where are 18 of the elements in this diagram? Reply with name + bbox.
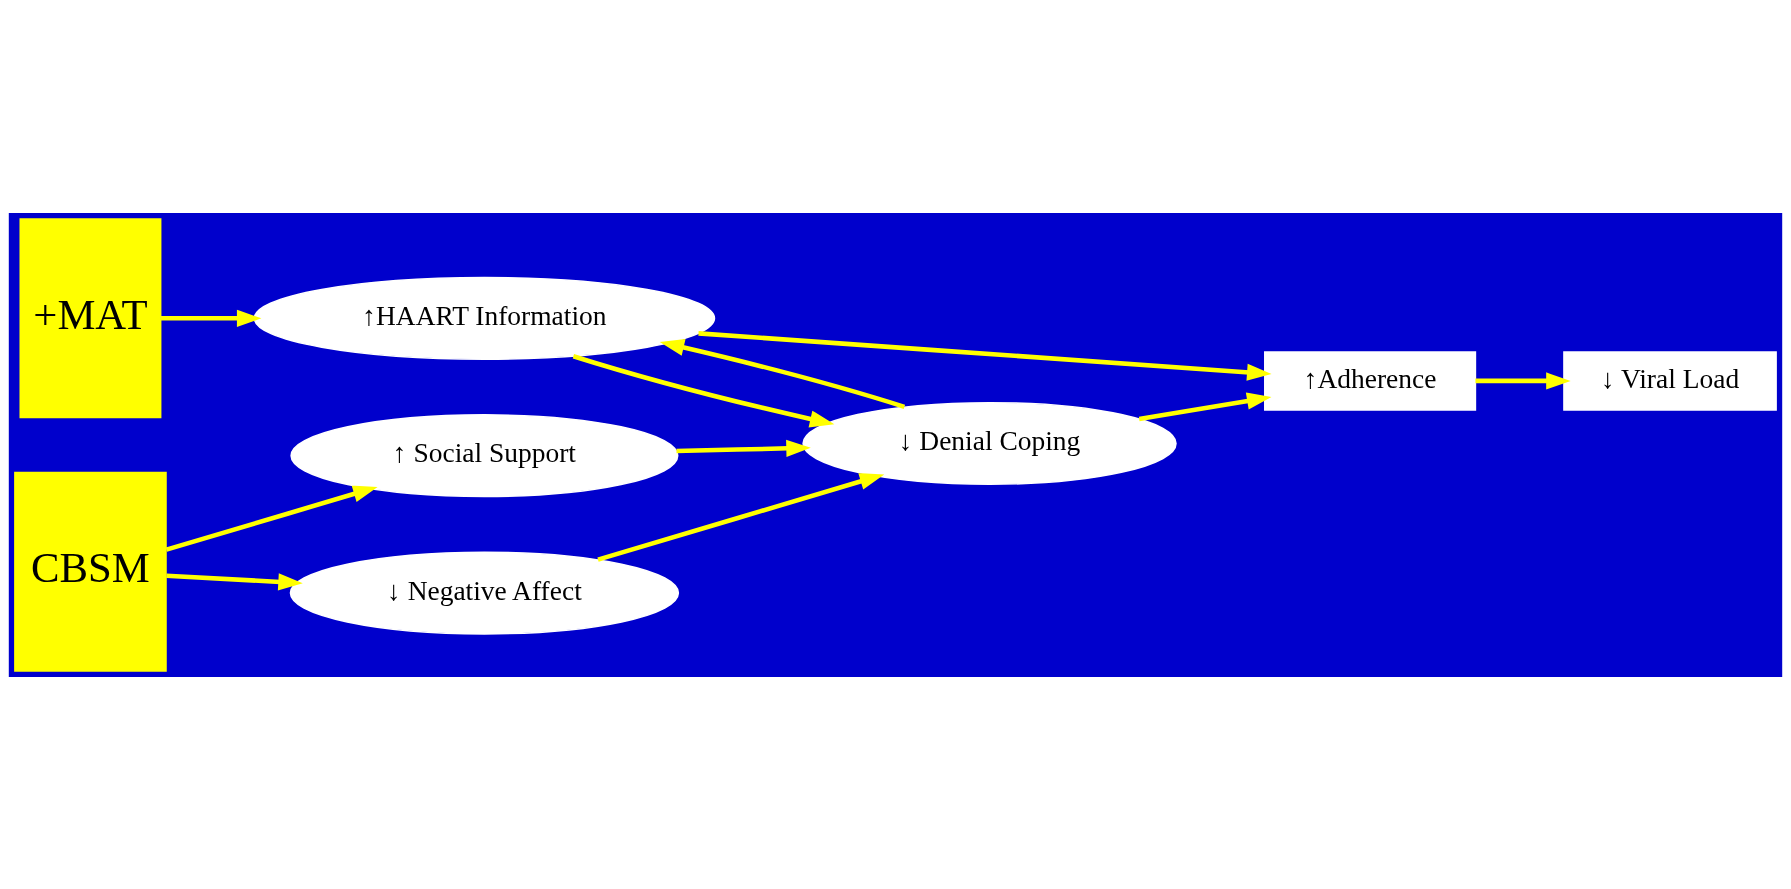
- node-box: ↓ Viral Load: [1563, 350, 1777, 411]
- arrow: [572, 353, 835, 427]
- arrow: [676, 439, 811, 457]
- arrow: [160, 309, 262, 327]
- node-ellipse: ↑ Social Support: [290, 413, 679, 497]
- node-ellipse: ↑HAART Information: [253, 276, 716, 360]
- arrow: [1475, 371, 1571, 389]
- node-ellipse: ↓ Denial Coping: [802, 401, 1177, 485]
- arrow: [698, 330, 1272, 381]
- arrow: [597, 472, 885, 562]
- arrow: [659, 338, 906, 409]
- node-box: CBSM: [14, 471, 167, 672]
- node-box: +MAT: [19, 217, 162, 418]
- node-box: ↑Adherence: [1264, 350, 1477, 411]
- arrow: [165, 485, 378, 552]
- node-ellipse: ↓ Negative Affect: [289, 550, 680, 635]
- arrow: [166, 572, 303, 590]
- arrow: [1138, 392, 1272, 421]
